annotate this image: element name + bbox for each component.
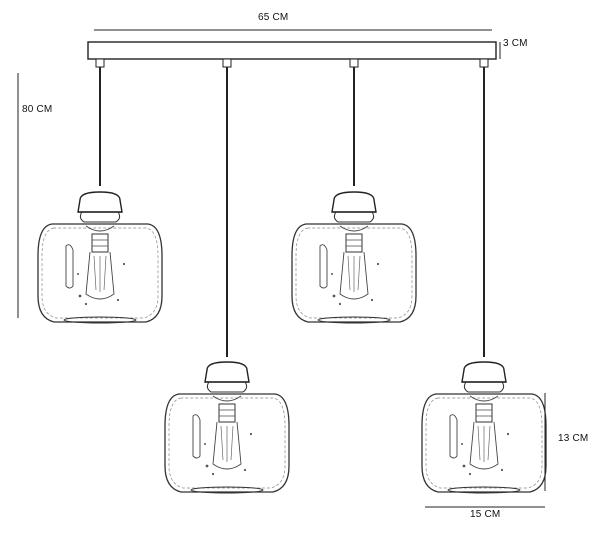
overall-width-label: 65 CM bbox=[258, 12, 289, 23]
ceiling-canopy bbox=[87, 41, 497, 60]
pendant-shade-2 bbox=[164, 361, 290, 494]
canopy-height-label: 3 CM bbox=[503, 38, 528, 49]
shade-width-label: 15 CM bbox=[470, 509, 501, 520]
pendant-shade-3 bbox=[291, 191, 417, 324]
pendant-shade-4 bbox=[421, 361, 547, 494]
pendant-shade-1 bbox=[37, 191, 163, 324]
shade-height-label: 13 CM bbox=[558, 433, 589, 444]
overall-height-label: 80 CM bbox=[22, 104, 53, 115]
